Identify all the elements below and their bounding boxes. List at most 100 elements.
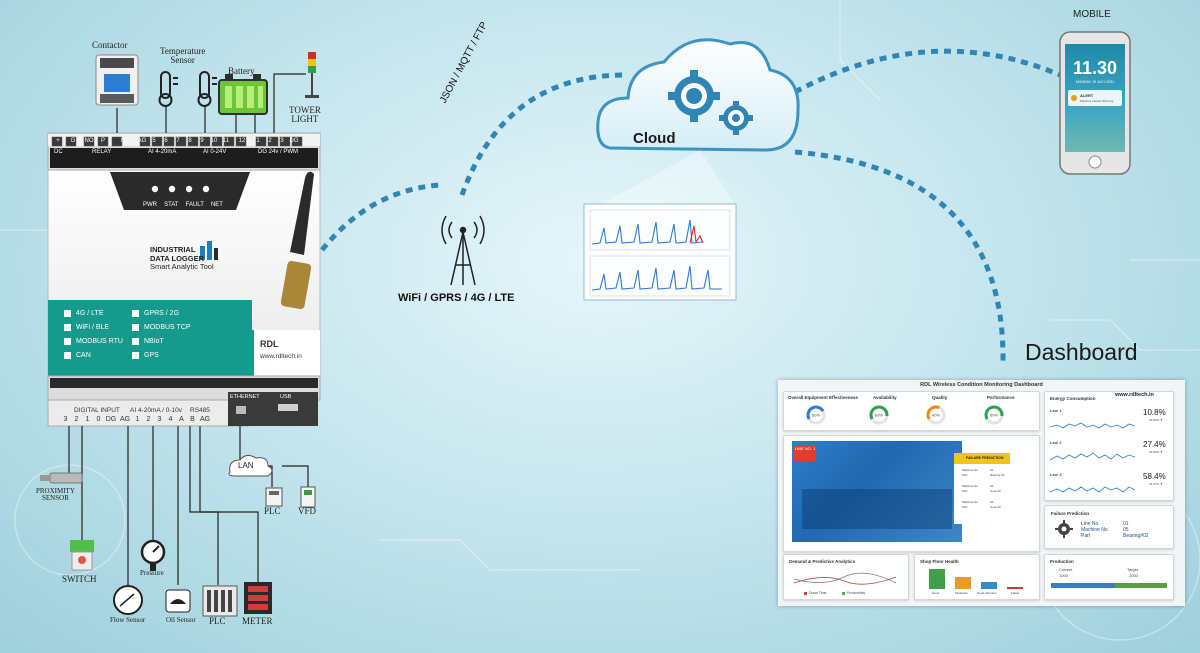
failure-card-key: Line No (1081, 521, 1099, 527)
feature-label: 4G / LTE (76, 310, 104, 317)
failure-header-label: FAILURE PREDICTION (966, 456, 1004, 460)
logger-top-pins: + G NO P N AG 5 6 7 8 9 10 11 12 1 2 3 D… (52, 138, 304, 146)
energy-line-1-name: Line 1 (1050, 408, 1062, 413)
bar-moderate (955, 577, 971, 589)
failure-value: Gear #2 (990, 489, 1001, 493)
checkbox-icon (132, 310, 139, 317)
gauge-arc (926, 405, 946, 425)
tower-light-icon (305, 52, 319, 98)
meter-label: METER (242, 616, 273, 626)
machine-silhouette (802, 489, 952, 529)
tower-light-label: TOWER LIGHT (289, 105, 321, 125)
pin-label: 5 (152, 138, 156, 144)
led-pwr-label: PWR (143, 202, 157, 208)
pin-label: 8 (188, 138, 192, 144)
mobile-date: MONDAY, 15 JULY 2021 (1075, 80, 1115, 84)
pin-label: 2 (146, 416, 151, 423)
failure-list: Machine No 01 Part Bearing #3 Machine No… (954, 464, 1010, 524)
production-card: Production Current 1000 Target 2000 (1044, 554, 1174, 600)
bar-failed (1007, 587, 1023, 589)
factory-image (792, 441, 962, 542)
gauge-availability-label: Availability (873, 395, 897, 400)
shop-cat: Good (932, 591, 940, 595)
failure-card: Failure Prediction Line No Machine No Pa… (1044, 505, 1174, 549)
productivity-line (793, 572, 897, 584)
failure-key: Machine No (962, 468, 979, 472)
failure-card-value: 01 (1123, 521, 1129, 527)
dashboard-title: RDL Wireless Condition Monitoring Dashbo… (920, 382, 1043, 388)
pin-label: N (120, 138, 126, 144)
gauge-value: 50% (812, 413, 820, 418)
energy-line-3-name: Line 3 (1050, 472, 1062, 477)
vfd-label: VFD (298, 506, 317, 516)
logger-website: www.rdltech.in (260, 353, 302, 360)
brand-line-2: DATA LOGGER (150, 253, 205, 263)
flow-sensor-label: Flow Sensor (110, 616, 146, 624)
oil-sensor-icon (165, 589, 191, 613)
sparkline (1049, 422, 1136, 429)
feature-item: 4G / LTE (64, 310, 104, 317)
pin-label: 6 (164, 138, 168, 144)
demand-card: Demand & Predictive Analytics Down Time … (783, 554, 909, 600)
pressure-gauge-icon (140, 539, 166, 571)
gauge-value: 60% (990, 413, 998, 418)
feature-item: MODBUS RTU (64, 338, 123, 345)
gauge-arc (984, 405, 1004, 425)
production-bar-fill (1051, 583, 1115, 588)
dash-logger-to-antenna (320, 182, 441, 252)
usb-label: USB (280, 394, 292, 400)
production-current-value: 1000 (1059, 573, 1068, 578)
cloud-label: Cloud (633, 130, 676, 147)
proximity-sensor-label: PROXIMITY SENSOR (36, 487, 75, 503)
legend-swatch (804, 592, 807, 595)
pin-label: 1 (135, 416, 140, 423)
feature-label: MODBUS TCP (144, 324, 191, 331)
dashboard-website: www.rdltech.in (1115, 392, 1154, 398)
logger-brand: INDUSTRIAL DATA LOGGER Smart Analytic To… (150, 245, 214, 272)
legend-productivity: Productivity (847, 591, 866, 595)
switch-label: SWITCH (62, 574, 97, 584)
pin-label: DG (289, 138, 299, 144)
contactor-icon (95, 54, 139, 106)
sparkline (1049, 486, 1136, 493)
plc-right-label: PLC (264, 506, 281, 516)
contactor-label: Contactor (92, 40, 128, 50)
pin-label: 2 (74, 416, 79, 423)
pin-label: AG (199, 416, 211, 423)
failure-value: 03 (990, 500, 994, 504)
lan-cloud-icon (228, 454, 273, 477)
flow-sensor-icon (113, 585, 143, 615)
pin-label: 0 (96, 416, 101, 423)
shop-floor-title: Shop Floor Health (920, 559, 959, 564)
dashboard-label: Dashboard (1025, 339, 1138, 365)
pin-label: 11 (222, 138, 230, 144)
dash-cloud-to-mobile (793, 48, 1061, 95)
antenna-icon (280, 171, 314, 310)
transmission-arcs (320, 48, 1061, 363)
production-title: Production (1050, 559, 1074, 564)
led-fault-label: FAULT (185, 202, 204, 208)
mobile-phone (1059, 31, 1131, 175)
dc-label: DC (54, 149, 63, 155)
checkbox-icon (132, 324, 139, 331)
oee-title: Overall Equipment Effectiveness (788, 395, 859, 400)
ai-4-20ma-label: AI 4-20mA (148, 149, 177, 155)
production-bar-track (1051, 583, 1167, 588)
pin-label: NO (84, 138, 94, 144)
failure-key: Machine No (962, 484, 979, 488)
cloud-projection (602, 150, 735, 204)
vfd-icon (300, 486, 316, 508)
legend-swatch (842, 592, 845, 595)
pin-label: AG (137, 138, 147, 144)
feature-item: WiFi / BLE (64, 324, 109, 331)
data-logger-device (47, 132, 321, 427)
feature-item: GPRS / 2G (132, 310, 179, 317)
demand-title: Demand & Predictive Analytics (789, 559, 856, 564)
oee-gauges: 50%60%40%60% (806, 405, 1004, 425)
pin-label: + (56, 138, 60, 144)
battery-icon (218, 74, 268, 115)
battery-label: Battery (228, 66, 255, 76)
energy-line-3-sub: 21.07% ▼ (1149, 482, 1163, 486)
dashboard-panel: RDL Wireless Condition Monitoring Dashbo… (778, 380, 1185, 606)
gear-icon (668, 70, 753, 135)
